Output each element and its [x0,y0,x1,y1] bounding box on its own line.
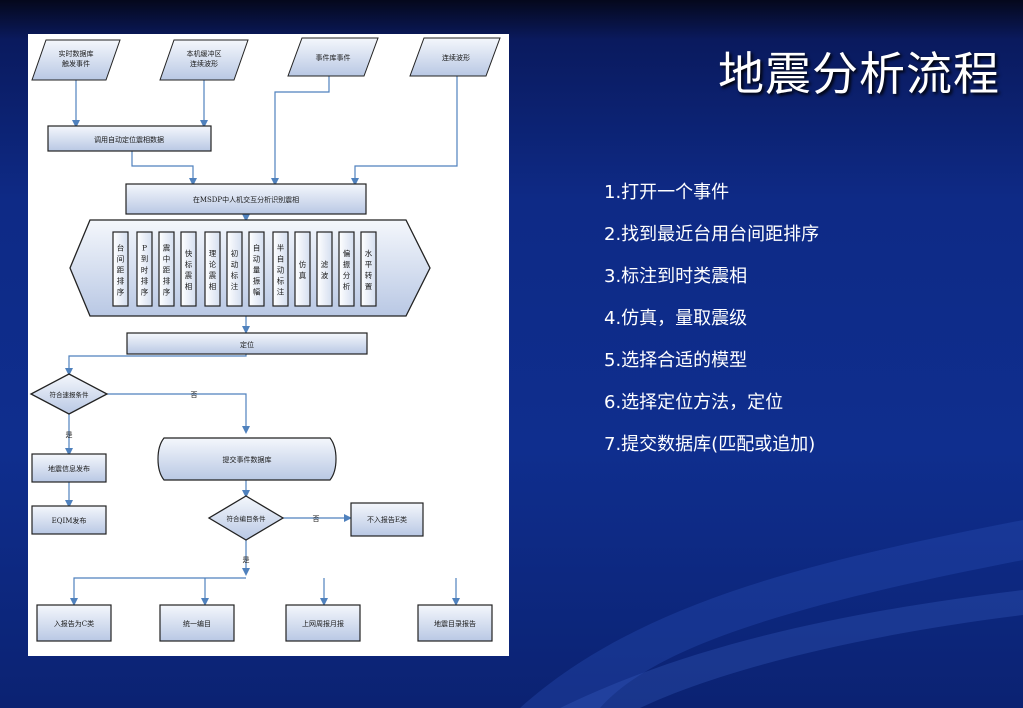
msdp-interactive-box: 在MSDP中人机交互分析识别震相 [125,183,367,215]
steps-list: 1.打开一个事件 2.找到最近台用台间距排序 3.标注到时类震相 4.仿真，量取… [604,176,819,470]
output-unified-catalog-box: 统一编目 [159,604,235,642]
step-item: 5.选择合适的模型 [604,350,748,371]
input-event-db: 事件库事件 [287,37,379,77]
no-label-catalog: 否 [313,515,320,523]
not-in-report-label: 不入报告E类 [367,515,407,524]
decision-catalog-label: 符合编目条件 [227,514,267,523]
input-local-buffer-line2: 连续波形 [190,59,218,68]
eqim-label: EQIM发布 [52,516,87,525]
no-label-quick: 否 [191,391,198,399]
analysis-column: 自动量振幅 [248,231,265,307]
quake-info-label: 地震信息发布 [48,464,90,473]
analysis-column: 半自动标注 [272,231,289,307]
analysis-column-label: 震中距排序 [163,243,171,296]
step-item: 2.找到最近台用台间距排序 [604,224,820,245]
decision-quick-report: 符合速报条件 [29,373,109,415]
locate-box: 定位 [126,332,368,355]
submit-event-db-box: 提交事件数据库 [157,437,337,481]
analysis-column-label: 滤波 [321,259,329,280]
input-local-buffer: 本机缓冲区 连续波形 [159,39,249,81]
not-in-report-box: 不入报告E类 [350,502,424,537]
decision-quick-label: 符合速报条件 [50,390,90,399]
load-auto-phase-label: 调用自动定位震相数据 [94,135,164,144]
quake-info-release-box: 地震信息发布 [31,453,107,483]
output-web-reports-box: 上网周报月报 [285,604,361,642]
analysis-column: 初动标注 [226,231,243,307]
input-continuous-wave-label: 连续波形 [442,53,470,62]
analysis-column: 偏振分析 [338,231,355,307]
analysis-column-label: 半自动标注 [277,242,285,296]
analysis-column-label: 初动标注 [231,248,239,291]
analysis-column: 快标震相 [180,231,197,307]
step-item: 6.选择定位方法，定位 [604,392,784,413]
output-class-c-label: 入报告为C类 [54,619,94,628]
input-local-buffer-line1: 本机缓冲区 [187,49,222,58]
input-event-db-label: 事件库事件 [316,53,351,62]
connectors [65,76,460,606]
submit-db-label: 提交事件数据库 [223,455,272,464]
output-class-c-box: 入报告为C类 [36,604,112,642]
analysis-column: 理论震相 [204,231,221,307]
output-web-reports-label: 上网周报月报 [302,619,344,628]
step-item: 7.提交数据库(匹配或追加) [604,434,816,455]
output-unified-catalog-label: 统一编目 [183,619,211,628]
analysis-column-label: 快标震相 [185,248,193,291]
step-item: 1.打开一个事件 [604,182,730,203]
flowchart: 实时数据库 触发事件 本机缓冲区 连续波形 事件库事件 连续波形 调用自动定位震… [29,37,501,642]
analysis-column: 水平转置 [360,231,377,307]
load-auto-phase-box: 调用自动定位震相数据 [47,125,212,152]
analysis-column-label: 水平转置 [365,248,373,291]
analysis-column-label: 台间距排序 [117,242,125,296]
input-live-db-line1: 实时数据库 [59,49,94,58]
analysis-column-label: 仿真 [299,259,307,280]
input-live-db-line2: 触发事件 [62,59,90,68]
analysis-column: 震中距排序 [158,231,175,307]
step-item: 4.仿真，量取震级 [604,308,748,329]
analysis-column: 仿真 [294,231,311,307]
yes-label-catalog: 是 [243,556,250,564]
step-item: 3.标注到时类震相 [604,266,748,287]
flowchart-panel: 实时数据库 触发事件 本机缓冲区 连续波形 事件库事件 连续波形 调用自动定位震… [28,34,509,656]
input-continuous-wave: 连续波形 [409,37,501,77]
analysis-column: 台间距排序 [112,231,129,307]
msdp-label: 在MSDP中人机交互分析识别震相 [193,195,299,204]
output-catalog-report-label: 地震目录报告 [434,619,476,628]
analysis-column-label: 自动量振幅 [253,242,261,296]
yes-label-quick: 是 [66,431,73,439]
input-live-db: 实时数据库 触发事件 [31,39,121,81]
slide-title: 地震分析流程 [718,47,1000,101]
decision-catalog: 符合编目条件 [207,495,285,541]
analysis-column-label: 偏振分析 [343,248,351,291]
analysis-column: 滤波 [316,231,333,307]
locate-label: 定位 [240,340,254,349]
eqim-release-box: EQIM发布 [31,505,107,535]
analysis-column-label: 理论震相 [209,249,217,291]
output-catalog-report-box: 地震目录报告 [417,604,493,642]
